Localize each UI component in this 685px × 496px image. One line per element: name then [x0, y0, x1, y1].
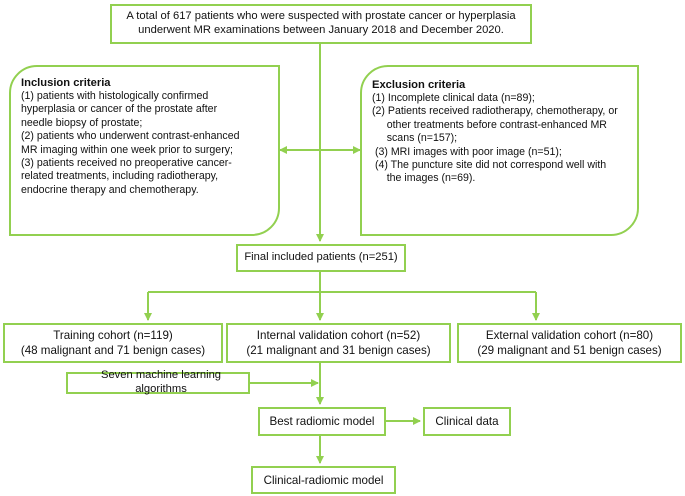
clinical-radiomic-model-box: Clinical-radiomic model — [251, 466, 396, 494]
training-cohort-title: Training cohort (n=119) — [53, 329, 173, 342]
total-patients-line-1: A total of 617 patients who were suspect… — [126, 10, 516, 23]
inclusion-criteria-box: Inclusion criteria (1) patients with his… — [9, 65, 280, 236]
total-patients-box: A total of 617 patients who were suspect… — [110, 4, 532, 44]
exclusion-line: (2) Patients received radiotherapy, chem… — [372, 105, 618, 118]
external-validation-cases: (29 malignant and 51 benign cases) — [477, 344, 662, 357]
final-included-label: Final included patients (n=251) — [244, 251, 398, 264]
exclusion-criteria-title: Exclusion criteria — [372, 79, 466, 91]
inclusion-line: MR imaging within one week prior to surg… — [21, 143, 233, 156]
internal-validation-title: Internal validation cohort (n=52) — [256, 329, 421, 342]
best-radiomic-model-box: Best radiomic model — [258, 407, 386, 436]
inclusion-line: (3) patients received no preoperative ca… — [21, 157, 232, 170]
inclusion-line: (2) patients who underwent contrast-enha… — [21, 130, 240, 143]
ml-algorithms-box: Seven machine learning algorithms — [66, 369, 250, 395]
inclusion-line: hyperplasia or cancer of the prostate af… — [21, 103, 218, 116]
final-included-box: Final included patients (n=251) — [236, 244, 406, 272]
external-validation-title: External validation cohort (n=80) — [485, 329, 654, 342]
exclusion-line: other treatments before contrast-enhance… — [372, 118, 607, 131]
inclusion-line: needle biopsy of prostate; — [21, 116, 143, 129]
inclusion-criteria-title: Inclusion criteria — [21, 77, 111, 89]
inclusion-line: endocrine therapy and chemotherapy. — [21, 183, 199, 196]
exclusion-line: scans (n=157); — [372, 132, 458, 145]
exclusion-line: (1) Incomplete clinical data (n=89); — [372, 92, 535, 104]
clinical-radiomic-model-label: Clinical-radiomic model — [263, 473, 384, 487]
ml-algorithms-label: Seven machine learning algorithms — [100, 369, 222, 395]
external-validation-box: External validation cohort (n=80) (29 ma… — [457, 323, 682, 363]
clinical-data-box: Clinical data — [423, 407, 511, 436]
inclusion-line: related treatments, including radiothera… — [21, 170, 219, 183]
inclusion-line: (1) patients with histologically confirm… — [21, 90, 209, 102]
best-radiomic-model-label: Best radiomic model — [269, 415, 375, 428]
exclusion-line: (4) The puncture site did not correspond… — [372, 159, 607, 172]
training-cohort-cases: (48 malignant and 71 benign cases) — [20, 344, 206, 357]
total-patients-line-2: underwent MR examinations between Januar… — [138, 24, 504, 36]
internal-validation-cases: (21 malignant and 31 benign cases) — [246, 344, 431, 357]
exclusion-line: the images (n=69). — [372, 172, 476, 185]
internal-validation-box: Internal validation cohort (n=52) (21 ma… — [226, 323, 451, 363]
exclusion-line: (3) MRI images with poor image (n=51); — [372, 145, 562, 158]
training-cohort-box: Training cohort (n=119) (48 malignant an… — [3, 323, 223, 363]
exclusion-criteria-box: Exclusion criteria (1) Incomplete clinic… — [360, 65, 639, 236]
clinical-data-label: Clinical data — [435, 415, 499, 428]
